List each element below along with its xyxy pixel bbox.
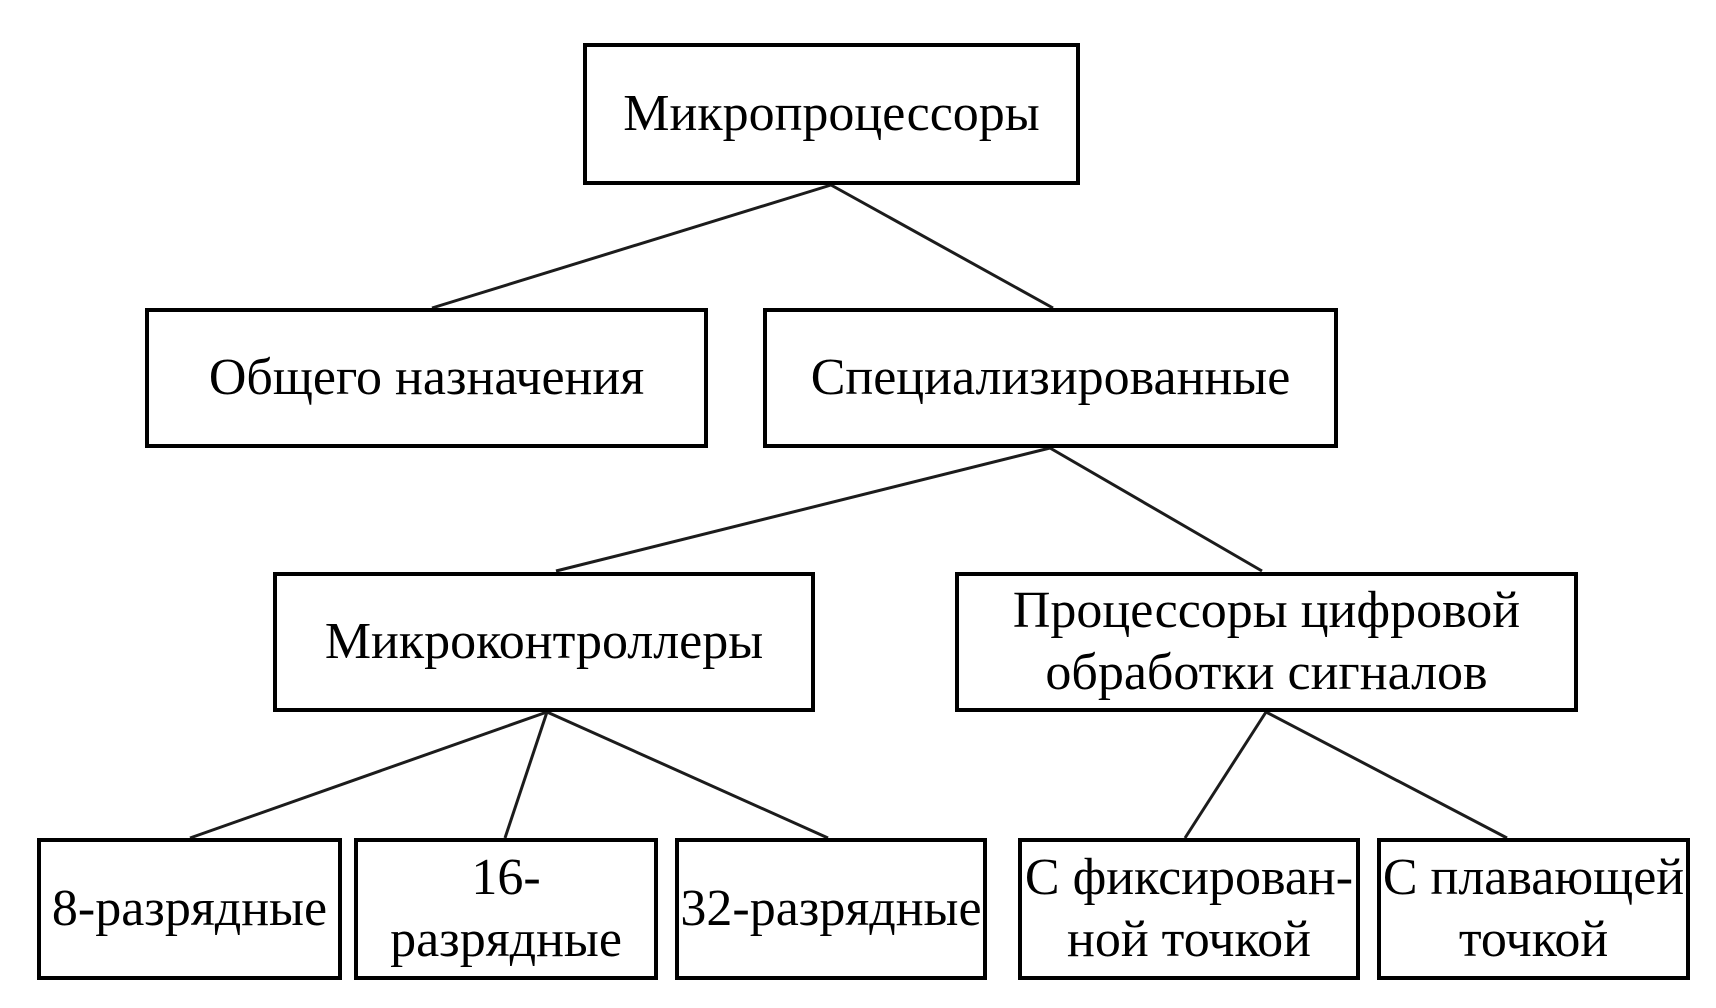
node-16-bit-label: 16-разрядные: [390, 849, 622, 968]
node-floating-point: С плавающей точкой: [1377, 838, 1690, 980]
node-general-purpose-label: Общего назначения: [208, 349, 645, 406]
node-specialized-label: Специализированные: [810, 349, 1291, 406]
node-32-bit-label: 32-разрядные: [680, 880, 982, 937]
edge-mcu-32bit: [546, 710, 829, 840]
node-fixed-point-label: С фиксирован- ной точкой: [1024, 849, 1354, 968]
node-microcontrollers-label: Микроконтроллеры: [324, 613, 764, 670]
node-general-purpose: Общего назначения: [145, 308, 708, 448]
edge-mcu-16bit: [503, 711, 549, 839]
node-microcontrollers: Микроконтроллеры: [273, 572, 815, 712]
node-specialized: Специализированные: [763, 308, 1338, 448]
node-32-bit: 32-разрядные: [675, 838, 987, 980]
node-fixed-point: С фиксирован- ной точкой: [1018, 838, 1360, 980]
node-digital-signal-processors: Процессоры цифровой обработки сигналов: [955, 572, 1578, 712]
node-digital-signal-processors-label: Процессоры цифровой обработки сигналов: [1012, 582, 1521, 701]
edge-specialized-microcontrollers: [555, 446, 1051, 573]
edge-root-specialized: [830, 183, 1054, 310]
node-8-bit: 8-разрядные: [37, 838, 342, 980]
node-microprocessors: Микропроцессоры: [583, 43, 1080, 185]
edge-root-general: [431, 183, 832, 310]
node-8-bit-label: 8-разрядные: [51, 880, 328, 937]
edge-dsp-fixed-point: [1183, 711, 1268, 839]
edge-mcu-8bit: [189, 710, 548, 840]
node-16-bit: 16-разрядные: [354, 838, 658, 980]
node-floating-point-label: С плавающей точкой: [1382, 849, 1685, 968]
node-microprocessors-label: Микропроцессоры: [623, 85, 1040, 142]
edge-specialized-dsp: [1049, 446, 1263, 573]
edge-dsp-floating-point: [1265, 710, 1508, 840]
